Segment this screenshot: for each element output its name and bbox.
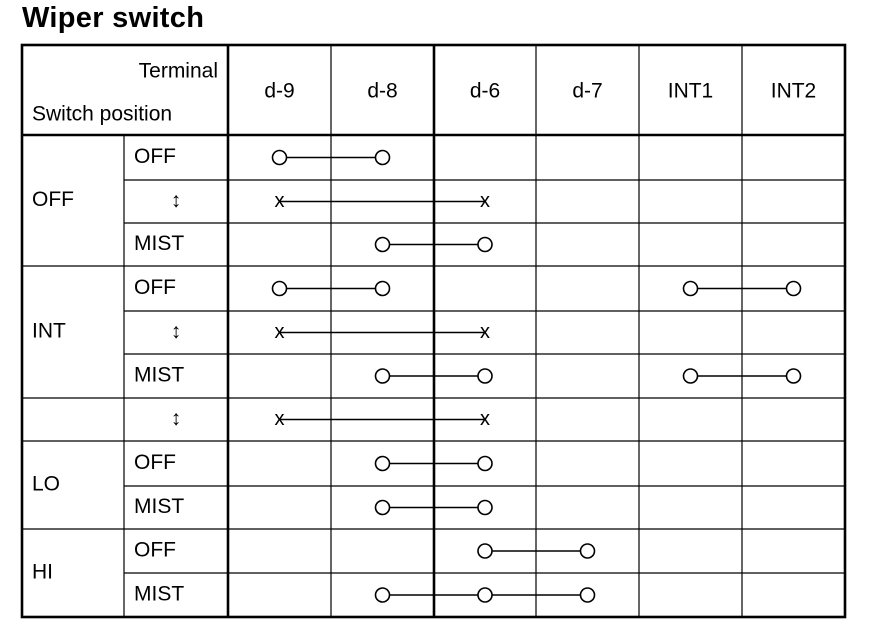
group-label: INT [32,320,66,343]
terminal-label: d-8 [367,80,397,103]
terminal-node [579,587,596,603]
group-label: LO [32,473,60,496]
terminal-node [785,280,802,297]
position-label: OFF [134,145,176,168]
terminal-node [579,543,596,559]
terminal-label: INT2 [771,80,817,103]
terminal-node [374,236,391,253]
group-label: HI [32,561,53,584]
terminal-node [477,368,493,384]
terminal-node [785,368,802,384]
continuity-link [374,236,493,253]
continuity-link [374,499,493,516]
terminal-node [477,455,493,472]
terminal-label: d-6 [470,80,500,103]
continuity-link [682,368,802,384]
terminal-node [477,499,493,516]
position-label: MIST [134,495,184,518]
terminal-node [271,149,288,166]
position-label: OFF [134,451,176,474]
terminal-node [477,587,493,603]
cross-mark: x [275,321,285,343]
transition-arrow-icon: ↕ [171,320,182,343]
transition-arrow-icon: ↕ [171,189,182,212]
table-grid [20,43,847,619]
group-label: OFF [32,188,74,211]
terminal-node [271,280,288,297]
terminal-node [374,499,391,516]
transition-arrow-icon: ↕ [171,407,182,430]
cross-mark: x [480,321,490,343]
continuity-link [271,149,391,166]
terminal-node [374,368,391,384]
terminal-node [682,280,699,297]
continuity-link [374,455,493,472]
terminal-node [374,455,391,472]
position-label: OFF [134,276,176,299]
position-label: MIST [134,583,184,606]
cross-mark: x [275,408,285,430]
position-label: OFF [134,539,176,562]
position-label: MIST [134,364,184,387]
cross-mark: x [275,190,285,212]
terminal-label: d-9 [264,80,294,103]
continuity-link [271,280,391,297]
continuity-link [477,543,596,559]
terminal-label: INT1 [668,80,714,103]
terminal-node [682,368,699,384]
cross-mark: x [480,408,490,430]
terminal-label: d-7 [572,80,602,103]
terminal-node [374,587,391,603]
table-frame [20,43,847,619]
terminal-node [374,149,391,166]
terminal-header: Terminal [139,60,218,83]
terminal-node [374,280,391,297]
continuity-link [682,280,802,297]
switch-position-header: Switch position [32,103,172,126]
page-title: Wiper switch [22,2,205,34]
cross-mark: x [480,190,490,212]
position-label: MIST [134,232,184,255]
terminal-node [477,236,493,253]
continuity-link [374,368,493,384]
terminal-node [477,543,493,559]
continuity-link [374,587,596,603]
